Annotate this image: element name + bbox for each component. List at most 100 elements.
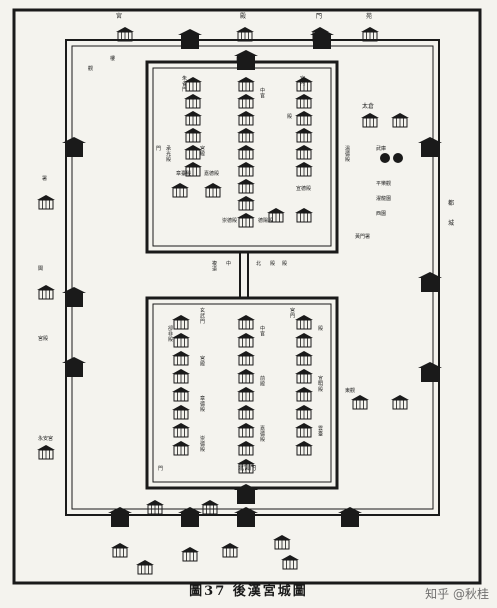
south-wall-gate-icon (234, 507, 258, 527)
pond-icon (380, 153, 390, 163)
south-palace-hall-icon (172, 441, 190, 456)
south-palace-hall-icon (172, 315, 190, 330)
outer-building-icon (273, 535, 291, 550)
north-wall-gate-icon (178, 29, 202, 49)
south-wall-gate-icon (338, 507, 362, 527)
top-pavilion-icon (116, 27, 134, 42)
south-palace-hall-icon (172, 423, 190, 438)
north-palace-gate-label: 南宮門 (236, 54, 254, 62)
north-palace-hall-icon (295, 145, 313, 160)
outer-building-icon (37, 285, 55, 300)
south-palace-hall-icon (295, 387, 313, 402)
north-palace-label: 崇德殿 (222, 217, 237, 224)
outer-hall-icon (391, 113, 409, 128)
north-palace-label: 章臺殿 (176, 170, 191, 177)
south-palace-hall-icon (295, 423, 313, 438)
south-palace-label: 卻非殿 (168, 325, 173, 343)
north-palace-hall-icon (237, 128, 255, 143)
north-palace-hall-icon (204, 183, 222, 198)
outer-building-icon (281, 555, 299, 570)
north-palace-hall-icon (237, 77, 255, 92)
south-palace-hall-icon (295, 333, 313, 348)
south-palace-hall-icon (237, 387, 255, 402)
side-wall-gate-icon (62, 137, 86, 157)
outer-label: 西園 (376, 211, 386, 217)
south-palace-hall-icon (237, 333, 255, 348)
outer-label: 門 (316, 13, 322, 20)
north-palace-hall-icon (295, 94, 313, 109)
outer-building-icon (391, 395, 409, 410)
north-palace-hall-icon (171, 183, 189, 198)
north-palace-hall-icon (184, 111, 202, 126)
connector-label: 中 (226, 260, 231, 267)
south-palace-hall-icon (237, 405, 255, 420)
south-palace-label: 玄武門 (200, 307, 205, 325)
outer-label: 觀 (88, 65, 93, 72)
north-palace-hall-icon (184, 77, 202, 92)
north-palace-hall-icon (184, 145, 202, 160)
figure-number: 圖37 (189, 584, 227, 599)
south-palace-hall-icon (237, 423, 255, 438)
south-palace-label: 嘉德殿 (260, 425, 265, 443)
south-palace-label: 崇德殿 (200, 435, 205, 453)
south-palace-label: 宮殿 (200, 355, 205, 368)
outer-label: 永安宮 (38, 435, 53, 442)
pond-icon (393, 153, 403, 163)
south-palace-hall-icon (295, 351, 313, 366)
south-palace-gate-icon (234, 484, 258, 504)
north-palace-hall-icon (184, 94, 202, 109)
south-palace-hall-icon (172, 351, 190, 366)
figure-title: 後漢宮城圖 (232, 584, 308, 599)
north-palace-hall-icon (237, 145, 255, 160)
south-palace-hall-icon (237, 459, 255, 474)
north-palace-label: 承光殿 (166, 145, 171, 163)
outer-building-icon (221, 543, 239, 558)
outer-frame (12, 8, 482, 585)
outer-label: 宮 (116, 12, 122, 20)
south-palace-hall-icon (172, 405, 190, 420)
south-wall-gate-icon (178, 507, 202, 527)
north-palace-label: 殿 (287, 114, 292, 120)
outer-label: 平樂觀 (376, 180, 391, 187)
south-wall-gate-icon (108, 507, 132, 527)
south-palace-hall-icon (237, 351, 255, 366)
south-palace-gate-label: 北宮門 (238, 464, 256, 472)
connector-label: 殿 (282, 261, 287, 267)
north-palace-hall-icon (184, 128, 202, 143)
side-wall-gate-icon (418, 362, 442, 382)
outer-label: 城 (448, 220, 454, 227)
north-palace-hall-icon (295, 208, 313, 223)
north-palace-hall-icon (237, 111, 255, 126)
connector-label: 北 (256, 260, 261, 267)
south-palace-label: 中官 (260, 325, 265, 338)
outer-label: 苑 (366, 12, 372, 20)
north-palace-hall-icon (237, 196, 255, 211)
north-palace-hall-icon (267, 208, 285, 223)
south-palace-inner-wall (152, 303, 332, 483)
outer-label: 東觀 (345, 387, 355, 394)
south-palace-hall-icon (295, 405, 313, 420)
outer-hall-icon (361, 113, 379, 128)
south-palace-hall-icon (237, 441, 255, 456)
outer-building-icon (37, 445, 55, 460)
north-palace-hall-icon (295, 77, 313, 92)
outer-label: 太倉 (362, 102, 374, 110)
city-wall (65, 39, 440, 516)
side-wall-gate-icon (418, 272, 442, 292)
outer-label: 閣 (38, 266, 43, 272)
outer-label: 武庫 (376, 145, 386, 152)
south-palace-hall-icon (172, 387, 190, 402)
north-palace-label: 中官 (260, 87, 265, 100)
north-palace-label: 門 (156, 146, 161, 152)
north-palace-hall-icon (184, 162, 202, 177)
outer-building-icon (146, 500, 164, 515)
south-palace-hall-icon (172, 333, 190, 348)
figure-caption: 圖37 後漢宮城圖 (0, 580, 497, 599)
watermark: 知乎 @秋桂 (425, 587, 489, 601)
south-palace-hall-icon (172, 369, 190, 384)
south-palace-label: 殿 (318, 326, 323, 332)
south-palace-hall-icon (295, 441, 313, 456)
south-palace-wall (145, 296, 339, 490)
north-palace-label: 溫德殿 (345, 145, 350, 163)
outer-building-icon (37, 195, 55, 210)
